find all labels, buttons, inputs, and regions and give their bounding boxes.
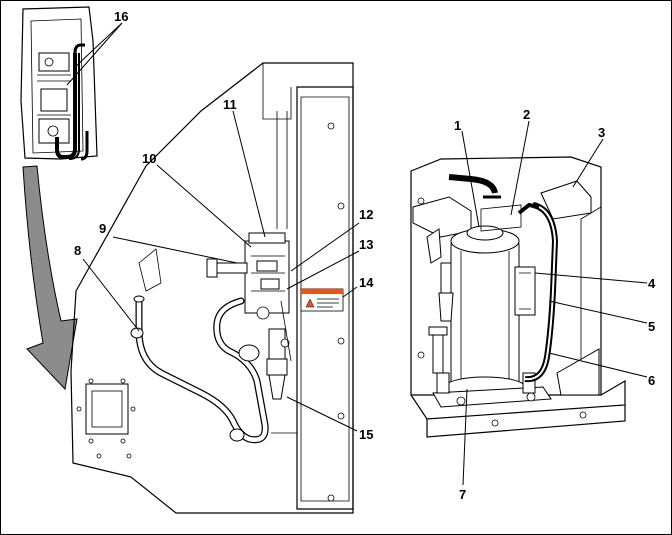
callout-2: 2 [523, 107, 530, 122]
callout-7: 7 [459, 487, 466, 502]
inset-detail [20, 6, 98, 161]
callout-14: 14 [359, 275, 374, 290]
right-assembly [410, 156, 626, 438]
callout-16: 16 [114, 9, 128, 24]
callout-12: 12 [359, 207, 373, 222]
left-assembly [70, 62, 354, 514]
callout-5: 5 [648, 319, 655, 334]
callout-8: 8 [74, 243, 81, 258]
callout-9: 9 [99, 221, 106, 236]
callout-6: 6 [648, 373, 655, 388]
callout-13: 13 [359, 237, 373, 252]
leader-lines [66, 22, 648, 486]
detail-arrow [22, 165, 78, 391]
callout-4: 4 [648, 276, 656, 291]
callout-1: 1 [454, 118, 461, 133]
callouts: 1 2 3 4 5 6 7 8 9 10 11 12 13 14 15 16 [74, 9, 656, 502]
hook-outer [55, 53, 77, 159]
callout-15: 15 [359, 427, 373, 442]
callout-11: 11 [223, 97, 237, 112]
callout-10: 10 [142, 151, 156, 166]
callout-3: 3 [598, 125, 605, 140]
